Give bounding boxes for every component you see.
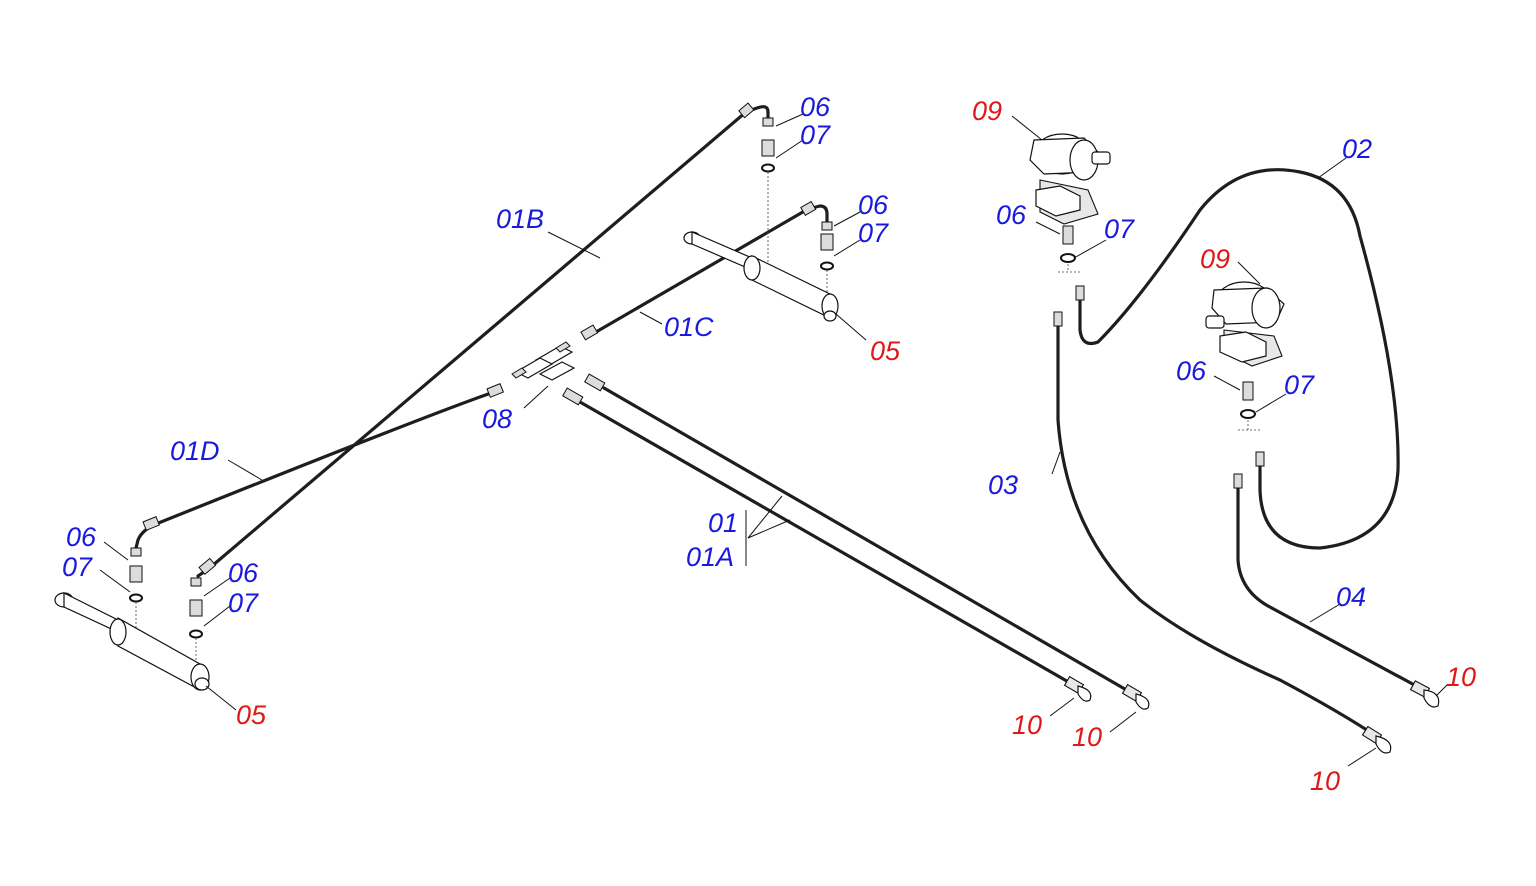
label-04: 04 [1336, 582, 1366, 612]
label-10-c: 10 [1310, 766, 1340, 796]
hose-04 [1236, 476, 1422, 690]
label-05-top: 05 [870, 336, 901, 366]
label-08: 08 [482, 404, 512, 434]
hose-01D [134, 390, 496, 550]
label-07-left1: 07 [62, 552, 93, 582]
label-07-left2: 07 [228, 588, 259, 618]
label-05-left: 05 [236, 700, 267, 730]
label-06-motor2: 06 [1176, 356, 1207, 386]
label-10-b: 10 [1072, 722, 1102, 752]
label-06-motor1: 06 [996, 200, 1027, 230]
label-10-a: 10 [1012, 710, 1042, 740]
fitting-group-left1 [129, 547, 143, 628]
label-01A: 01A [686, 542, 734, 572]
label-06-left2: 06 [228, 558, 259, 588]
label-07-motor1: 07 [1104, 214, 1135, 244]
leader-lines [99, 113, 1449, 767]
hose-crimp-fittings [142, 102, 817, 576]
label-09-mid: 09 [1200, 244, 1230, 274]
label-06-top1: 06 [800, 92, 831, 122]
quick-coupler-10b [1121, 683, 1150, 710]
hose-01 [602, 386, 1132, 694]
label-06-left1: 06 [66, 522, 97, 552]
label-02: 02 [1342, 134, 1372, 164]
label-01C: 01C [664, 312, 714, 342]
label-07-motor2: 07 [1284, 370, 1315, 400]
hydraulic-cylinder-05-left [54, 592, 210, 692]
label-06-top2: 06 [858, 190, 889, 220]
label-01: 01 [708, 508, 738, 538]
part-labels: 01B 01C 01D 01 01A 08 06 07 06 07 05 06 … [62, 92, 1476, 796]
fitting-group-top1 [761, 117, 775, 262]
fitting-group-left2 [189, 577, 203, 660]
hydraulic-motor-09-top [1029, 133, 1111, 273]
hose-02 [1078, 168, 1400, 550]
quick-coupler-10c [1361, 725, 1392, 754]
label-01D: 01D [170, 436, 220, 466]
quick-coupler-10a [1063, 675, 1092, 702]
hose-01A [578, 400, 1074, 686]
label-07-top2: 07 [858, 218, 889, 248]
hydraulic-cylinder-05-top [683, 231, 839, 322]
hose-01C [594, 204, 829, 334]
label-01B: 01B [496, 204, 544, 234]
label-03: 03 [988, 470, 1018, 500]
fitting-group-top2 [820, 221, 834, 300]
label-09-top: 09 [972, 96, 1002, 126]
label-10-d: 10 [1446, 662, 1476, 692]
hose-03 [1056, 314, 1378, 738]
tee-connector-08 [511, 341, 576, 381]
hydraulic-motor-09-mid [1205, 281, 1285, 431]
label-07-top1: 07 [800, 120, 831, 150]
quick-coupler-10d [1409, 680, 1440, 708]
hose-crimp-fittings-right [1053, 285, 1265, 489]
